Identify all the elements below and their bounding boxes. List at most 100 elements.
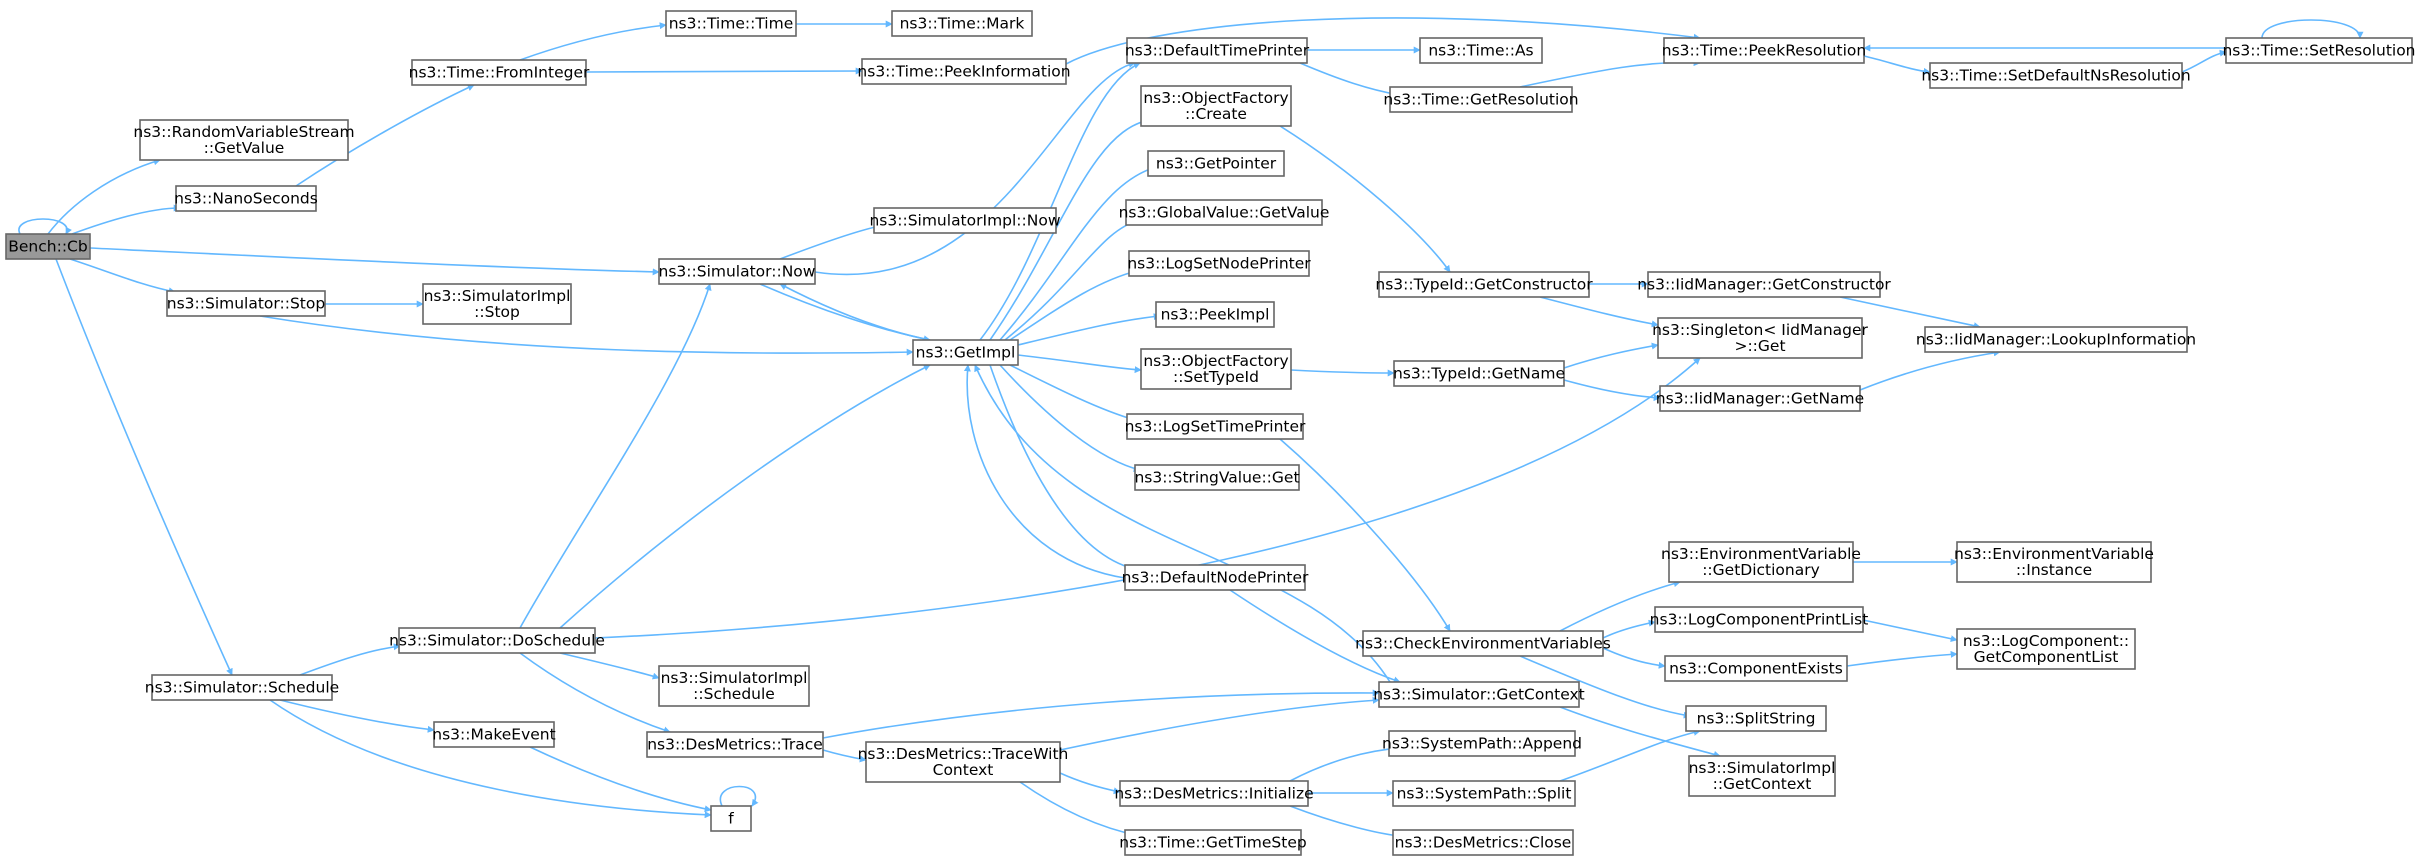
node-label: ns3::GlobalValue::GetValue (1119, 204, 1330, 222)
node-sim-stop[interactable]: ns3::Simulator::Stop (166, 290, 326, 317)
node-iidmanager-getconstructor[interactable]: ns3::IidManager::GetConstructor (1637, 271, 1891, 298)
node-componentexists[interactable]: ns3::ComponentExists (1664, 655, 1848, 682)
node-iidmanager-getname[interactable]: ns3::IidManager::GetName (1656, 385, 1864, 412)
node-iidmanager-lookupinformation[interactable]: ns3::IidManager::LookupInformation (1916, 326, 2196, 353)
node-time-setresolution[interactable]: ns3::Time::SetResolution (2222, 37, 2416, 64)
node-box (1119, 780, 1309, 807)
node-label: ns3::Simulator::DoSchedule (389, 632, 605, 650)
node-box (1647, 271, 1881, 298)
node-default-time-printer[interactable]: ns3::DefaultTimePrinter (1125, 37, 1310, 64)
node-envvar-getdictionary[interactable]: ns3::EnvironmentVariable::GetDictionary (1661, 541, 1861, 583)
node-time-peekresolution[interactable]: ns3::Time::PeekResolution (1662, 37, 1866, 64)
node-label: GetComponentList (1974, 648, 2119, 666)
call-edge-time_frominteger-to-time_time (519, 22, 667, 61)
node-label: ns3::Simulator::Schedule (145, 679, 339, 697)
node-rvs-getvalue[interactable]: ns3::RandomVariableStream::GetValue (133, 119, 355, 161)
node-simimpl-schedule[interactable]: ns3::SimulatorImpl::Schedule (658, 665, 810, 707)
call-edge-default_node_printer-to-sim_getcontext (1229, 589, 1401, 684)
node-simimpl-now[interactable]: ns3::SimulatorImpl::Now (869, 207, 1061, 234)
call-edge-sim_now-to-default_time_printer (814, 60, 1136, 276)
node-desmetrics-initialize[interactable]: ns3::DesMetrics::Initialize (1114, 780, 1314, 807)
node-time-mark[interactable]: ns3::Time::Mark (891, 10, 1033, 37)
call-edge-getimpl-to-stringvalue_get (999, 364, 1141, 472)
node-box (398, 627, 596, 654)
call-edge-desmetrics_trace-to-sim_getcontext (822, 689, 1380, 739)
node-time-time[interactable]: ns3::Time::Time (665, 10, 797, 37)
node-label: ns3::ObjectFactory (1143, 352, 1288, 370)
call-edge-sim_getcontext-to-getimpl (974, 364, 1391, 683)
node-time-gettimestep[interactable]: ns3::Time::GetTimeStep (1119, 829, 1307, 856)
node-sim-getcontext[interactable]: ns3::Simulator::GetContext (1373, 681, 1585, 708)
node-getimpl[interactable]: ns3::GetImpl (912, 339, 1019, 366)
node-box (1134, 464, 1300, 491)
node-envvar-instance[interactable]: ns3::EnvironmentVariable::Instance (1954, 541, 2154, 583)
node-getpointer[interactable]: ns3::GetPointer (1147, 150, 1285, 177)
node-label: ns3::LogComponentPrintList (1650, 611, 1869, 629)
node-makeevent[interactable]: ns3::MakeEvent (432, 721, 556, 748)
node-time-getresolution[interactable]: ns3::Time::GetResolution (1383, 86, 1579, 113)
node-simimpl-stop[interactable]: ns3::SimulatorImpl::Stop (422, 283, 572, 325)
node-box (1140, 85, 1292, 127)
node-sim-schedule[interactable]: ns3::Simulator::Schedule (145, 674, 339, 701)
node-label: ns3::Time::Time (669, 15, 794, 33)
node-singleton-get[interactable]: ns3::Singleton< IidManager>::Get (1652, 317, 1869, 359)
call-edge-getimpl-to-logsettimeprinter (1009, 364, 1136, 422)
node-peekimpl[interactable]: ns3::PeekImpl (1155, 301, 1275, 328)
node-label: ns3::Time::SetResolution (2222, 42, 2415, 60)
node-stringvalue-get[interactable]: ns3::StringValue::Get (1134, 464, 1300, 491)
call-edge-time_setdefaultnsresolution-to-time_setresolution (2181, 49, 2227, 73)
node-logsettimeprinter[interactable]: ns3::LogSetTimePrinter (1125, 413, 1306, 440)
node-label: ns3::EnvironmentVariable (1661, 545, 1861, 563)
node-systempath-append[interactable]: ns3::SystemPath::Append (1382, 730, 1582, 757)
node-logcomponentprintlist[interactable]: ns3::LogComponentPrintList (1650, 606, 1869, 633)
node-globalvalue-getvalue[interactable]: ns3::GlobalValue::GetValue (1119, 199, 1330, 226)
call-edge-makeevent-to-f (529, 746, 712, 813)
node-bench-cb[interactable]: Bench::Cb (5, 233, 91, 260)
node-label: ::Instance (2016, 561, 2092, 579)
node-sim-now[interactable]: ns3::Simulator::Now (658, 258, 816, 285)
node-box (1657, 317, 1863, 359)
node-time-peekinformation[interactable]: ns3::Time::PeekInformation (857, 58, 1071, 85)
call-edge-sim_stop-to-getimpl (259, 315, 914, 356)
node-label: ns3::LogSetTimePrinter (1125, 418, 1306, 436)
node-box (710, 805, 752, 832)
node-typeid-getconstructor[interactable]: ns3::TypeId::GetConstructor (1375, 271, 1593, 298)
node-label: ns3::RandomVariableStream (133, 123, 354, 141)
node-desmetrics-trace[interactable]: ns3::DesMetrics::Trace (646, 731, 824, 758)
call-edge-getimpl-to-objfactory_settypeid (1017, 354, 1142, 374)
node-sim-doschedule[interactable]: ns3::Simulator::DoSchedule (389, 627, 605, 654)
node-f[interactable]: f (710, 805, 752, 832)
node-label: ns3::DefaultTimePrinter (1125, 42, 1310, 60)
call-edge-sim_doschedule-to-desmetrics_trace (519, 652, 671, 734)
node-checkenvvars[interactable]: ns3::CheckEnvironmentVariables (1355, 630, 1611, 657)
node-box (422, 283, 572, 325)
node-time-as[interactable]: ns3::Time::As (1419, 37, 1543, 64)
node-label: ns3::DesMetrics::TraceWith (858, 745, 1069, 763)
node-label: ::Stop (474, 303, 520, 321)
node-box (1392, 829, 1574, 856)
call-edge-bench_cb-to-sim_schedule (55, 258, 233, 676)
node-time-frominteger[interactable]: ns3::Time::FromInteger (409, 59, 590, 86)
node-logcomponent-getcomponentlist[interactable]: ns3::LogComponent::GetComponentList (1956, 628, 2136, 670)
node-label: ns3::NanoSeconds (174, 190, 318, 208)
node-label: f (728, 810, 734, 828)
node-time-setdefaultnsresolution[interactable]: ns3::Time::SetDefaultNsResolution (1921, 62, 2191, 89)
node-logsetnodeprinter[interactable]: ns3::LogSetNodePrinter (1127, 250, 1311, 277)
node-desmetrics-close[interactable]: ns3::DesMetrics::Close (1392, 829, 1574, 856)
node-objfactory-create[interactable]: ns3::ObjectFactory::Create (1140, 85, 1292, 127)
call-edge-getimpl-to-sim_now (779, 283, 931, 341)
call-edge-iidmanager_getname-to-iidmanager_lookupinformation (1859, 349, 2001, 391)
call-edge-iidmanager_getconstructor-to-iidmanager_lookupinformation (1839, 296, 1981, 330)
node-default-node-printer[interactable]: ns3::DefaultNodePrinter (1122, 564, 1309, 591)
node-label: ns3::PeekImpl (1161, 306, 1270, 324)
node-nanoseconds[interactable]: ns3::NanoSeconds (174, 185, 318, 212)
node-typeid-getname[interactable]: ns3::TypeId::GetName (1393, 360, 1565, 387)
node-simimpl-getcontext[interactable]: ns3::SimulatorImpl::GetContext (1688, 755, 1836, 797)
node-splitstring[interactable]: ns3::SplitString (1685, 705, 1827, 732)
node-systempath-split[interactable]: ns3::SystemPath::Split (1392, 780, 1576, 807)
node-label: ns3::IidManager::LookupInformation (1916, 331, 2196, 349)
call-edge-sim_doschedule-to-simimpl_schedule (559, 652, 660, 680)
node-objfactory-settypeid[interactable]: ns3::ObjectFactory::SetTypeId (1140, 348, 1292, 390)
